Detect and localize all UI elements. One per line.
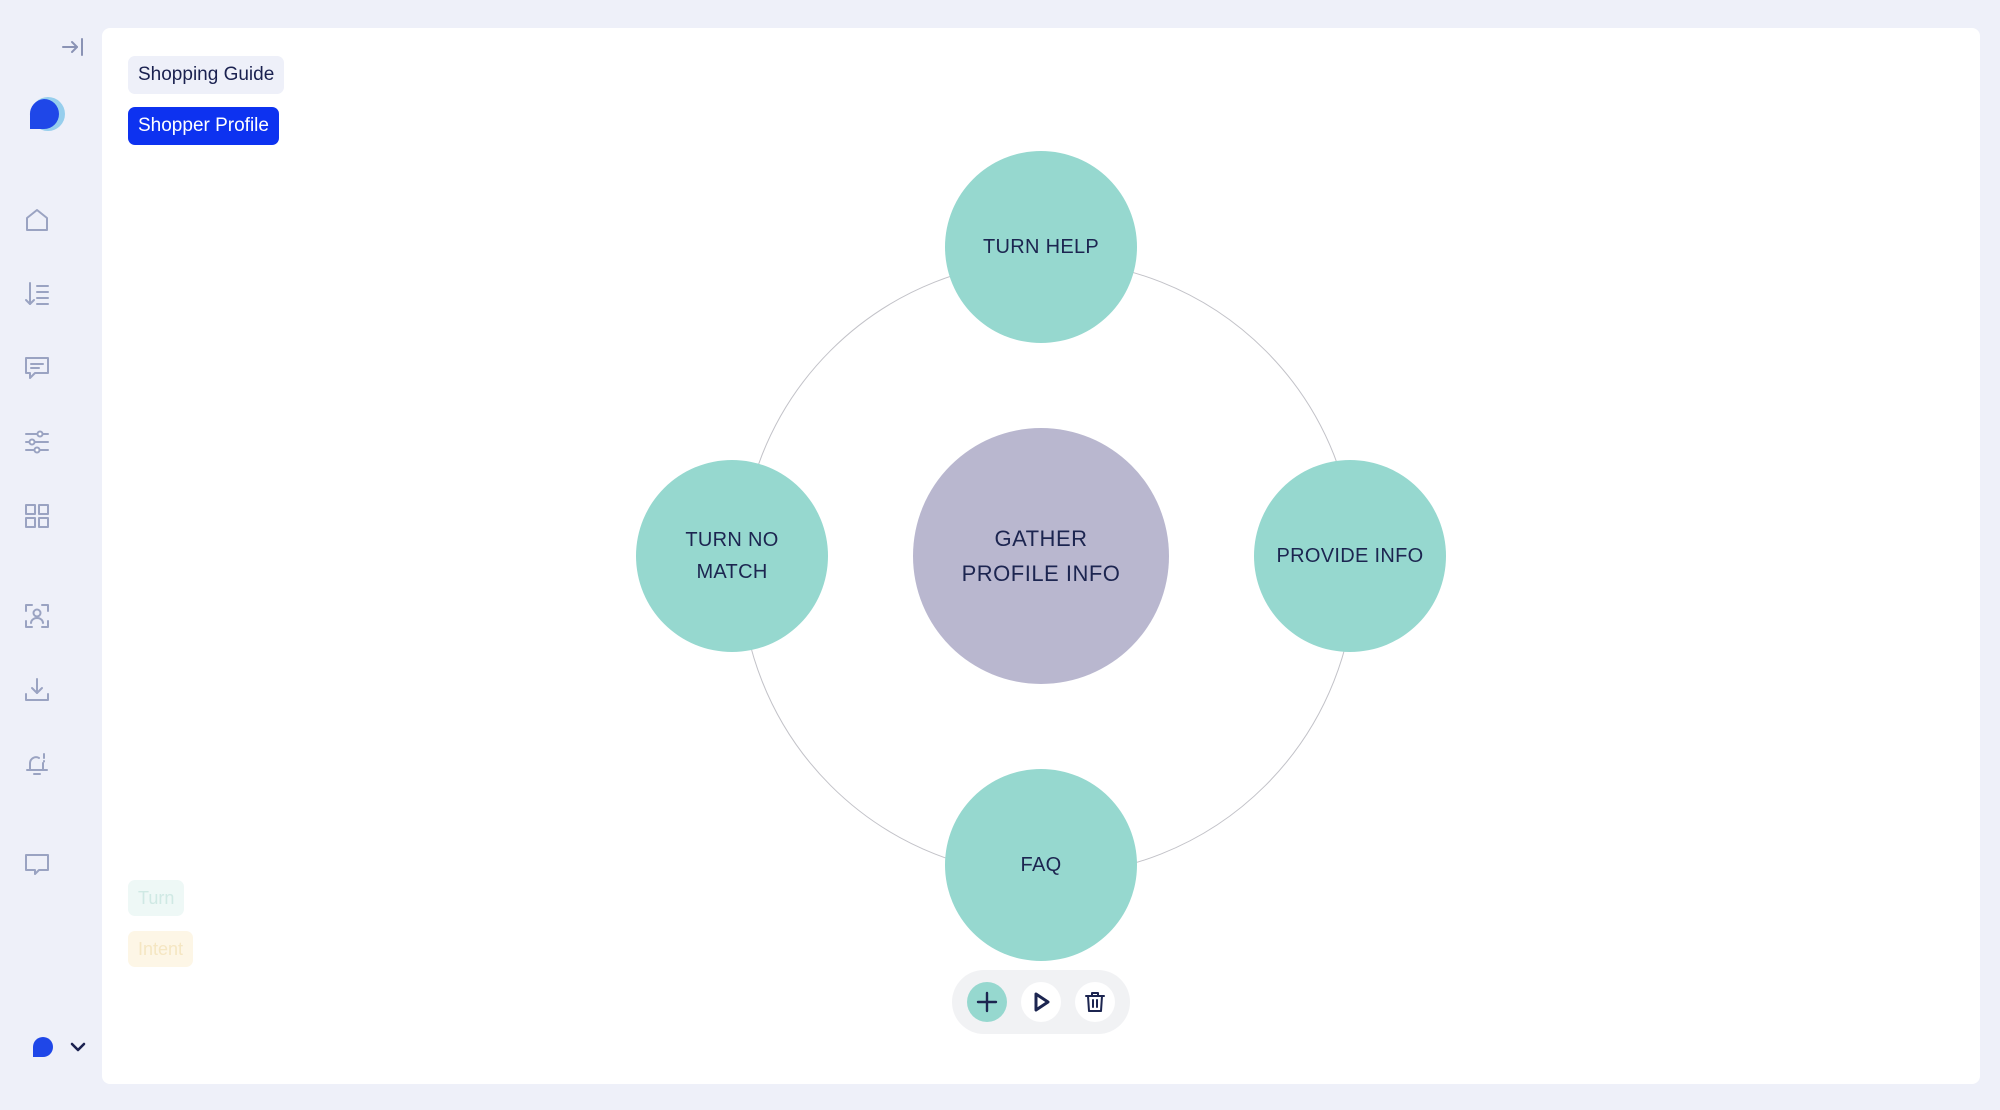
node-provide-info[interactable]: PROVIDE INFO [1254, 460, 1446, 652]
delete-button[interactable] [1075, 982, 1115, 1022]
sidebar-settings[interactable] [18, 423, 56, 461]
plus-icon [976, 991, 998, 1013]
node-turn-no-match[interactable]: TURN NO MATCH [636, 460, 828, 652]
sidebar-flows[interactable] [18, 275, 56, 313]
node-label: PROVIDE INFO [1276, 545, 1424, 567]
node-label: FAQ [1020, 854, 1062, 876]
tab-shopper-profile[interactable]: Shopper Profile [128, 107, 279, 145]
sliders-icon [25, 430, 49, 454]
legend-intent[interactable]: Intent [128, 931, 194, 967]
node-toolbar [952, 970, 1130, 1034]
collapse-sidebar-button[interactable] [58, 32, 88, 62]
node-label: GATHER PROFILE INFO [961, 526, 1121, 586]
node-turn-help[interactable]: TURN HELP [945, 151, 1137, 343]
sidebar-apps[interactable] [18, 497, 56, 535]
node-label: TURN HELP [982, 236, 1100, 258]
home-icon [26, 209, 48, 231]
download-icon [25, 678, 49, 701]
sidebar [0, 0, 102, 1110]
node-faq[interactable]: FAQ [945, 769, 1137, 961]
play-icon [1034, 992, 1050, 1012]
chevron-down-icon [70, 1042, 86, 1052]
scan-user-icon [25, 604, 49, 628]
bell-icon [26, 753, 48, 775]
chat-icon [25, 357, 49, 379]
trash-icon [1085, 992, 1105, 1012]
logo[interactable] [22, 92, 70, 140]
tab-shopping-guide[interactable]: Shopping Guide [128, 56, 285, 94]
feedback-icon [25, 854, 49, 875]
flow-canvas[interactable]: Shopping Guide Shopper Profile GATHER PR… [102, 28, 1980, 1084]
account-avatar [33, 1037, 53, 1057]
sidebar-notifications[interactable] [18, 745, 56, 783]
run-button[interactable] [1021, 982, 1061, 1022]
add-node-button[interactable] [967, 982, 1007, 1022]
list-order-icon [25, 282, 49, 305]
collapse-icon [62, 38, 83, 56]
node-label: TURN NO MATCH [685, 529, 779, 583]
grid-icon [25, 504, 49, 528]
sidebar-messages[interactable] [18, 349, 56, 387]
sidebar-users[interactable] [18, 597, 56, 635]
legend-turn[interactable]: Turn [128, 880, 185, 916]
sidebar-feedback[interactable] [18, 845, 56, 883]
account-menu[interactable] [30, 1030, 100, 1064]
node-gather-profile-info[interactable]: GATHER PROFILE INFO [913, 428, 1169, 684]
sidebar-home[interactable] [18, 201, 56, 239]
sidebar-import[interactable] [18, 671, 56, 709]
